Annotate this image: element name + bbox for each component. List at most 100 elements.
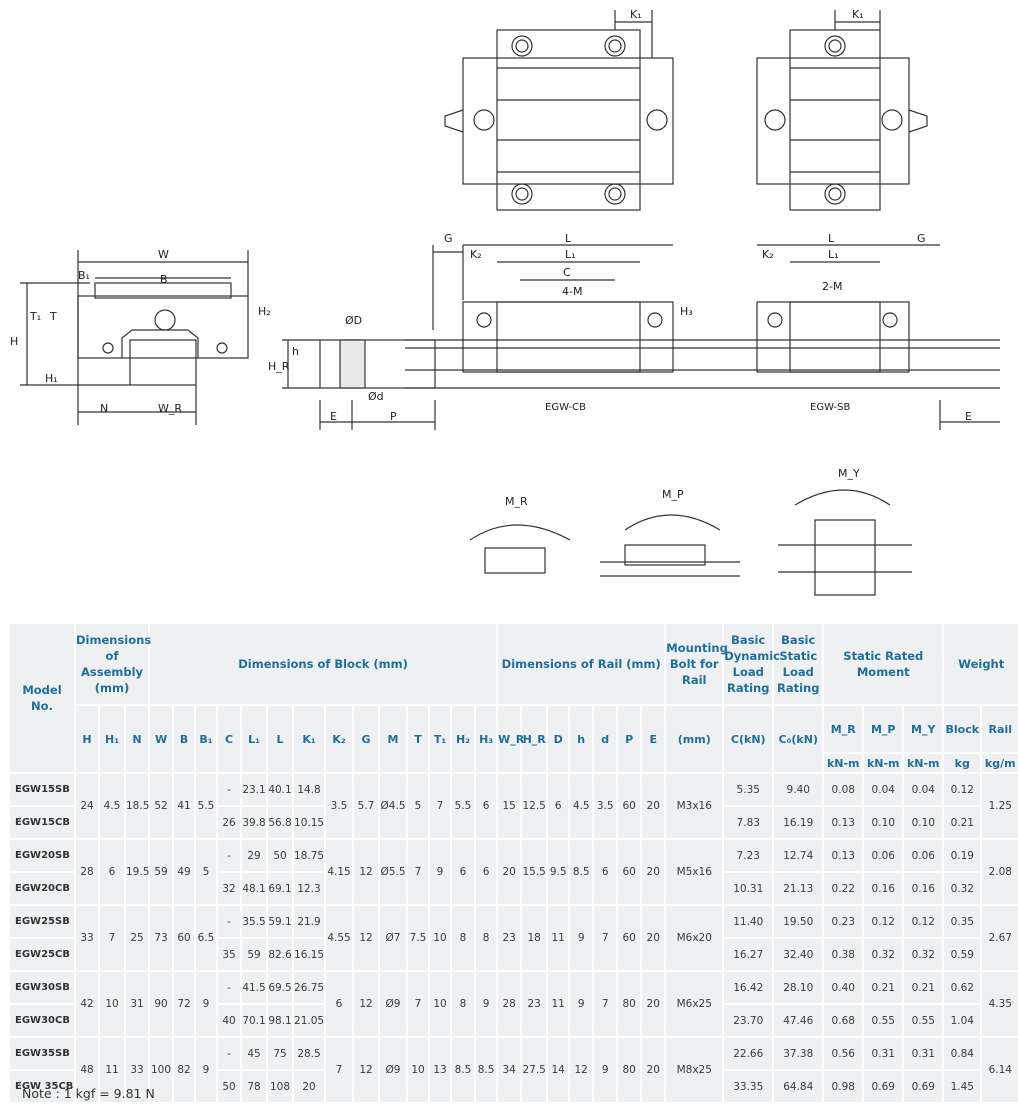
header-bolt: Mounting Bolt for Rail [666, 624, 728, 704]
cell-l: 98.1 [268, 1005, 293, 1036]
header-col: C [218, 706, 241, 772]
cell-d1: 11 [548, 906, 569, 970]
label-t: T [49, 310, 57, 323]
cell-c0: 9.40 [774, 774, 823, 805]
cell-m: Ø5.5 [380, 840, 407, 904]
label-b1: B₁ [78, 269, 90, 282]
cell-t1: 7 [430, 774, 451, 838]
label-c: C [563, 266, 571, 279]
cell-mr: 0.40 [824, 972, 863, 1003]
cell-my: 0.21 [904, 972, 943, 1003]
label-e-right: E [965, 410, 972, 423]
cell-d1: 11 [548, 972, 569, 1036]
cell-m: Ø9 [380, 972, 407, 1036]
cell-c0: 21.13 [774, 873, 823, 904]
cell-cd: 23.70 [724, 1005, 773, 1036]
cell-l: 69.5 [268, 972, 293, 1003]
top-view-sb [756, 10, 928, 211]
cell-n: 31 [126, 972, 149, 1036]
label-g-right: G [917, 232, 926, 245]
cell-d1: 9.5 [548, 840, 569, 904]
cell-cd: 7.23 [724, 840, 773, 871]
header-col: H_R [522, 706, 547, 772]
cell-cd: 11.40 [724, 906, 773, 937]
cell-t: 7 [408, 972, 429, 1036]
header-row-group: Model No.Dimensions of Assembly (mm)Dime… [10, 624, 1019, 772]
header-model: Model No. [10, 624, 74, 772]
cell-l: 75 [268, 1038, 293, 1069]
label-2m: 2-M [822, 280, 842, 293]
cell-mr: 0.13 [824, 840, 863, 871]
header-col: D [548, 706, 569, 772]
header-block: Dimensions of Block (mm) [150, 624, 497, 704]
cell-t1: 13 [430, 1038, 451, 1102]
label-l-right: L [828, 232, 835, 245]
cell-h: 28 [76, 840, 98, 904]
cell-d2: 3.5 [594, 774, 617, 838]
header-col: P [618, 706, 641, 772]
cell-c: 26 [218, 807, 241, 838]
label-p: P [390, 410, 397, 423]
cell-c: 50 [218, 1071, 241, 1102]
cell-h: 48 [76, 1038, 98, 1102]
cell-c: 35 [218, 939, 241, 970]
cell-p: 60 [618, 774, 641, 838]
cell-e: 20 [642, 840, 665, 904]
cell-my: 0.31 [904, 1038, 943, 1069]
cell-mr: 0.38 [824, 939, 863, 970]
cell-k1: 21.9 [294, 906, 325, 937]
header-static: Basic Static Load Rating [774, 624, 823, 704]
cell-l: 50 [268, 840, 293, 871]
label-k1-left: K₁ [630, 8, 642, 21]
cell-c: 32 [218, 873, 241, 904]
spec-table-body: Model No.Dimensions of Assembly (mm)Dime… [10, 624, 1019, 1102]
cell-mp: 0.55 [864, 1005, 903, 1036]
cell-l: 69.1 [268, 873, 293, 904]
cell-l1: 45 [242, 1038, 267, 1069]
cell-l1: 35.5 [242, 906, 267, 937]
cell-l: 56.8 [268, 807, 293, 838]
cell-d2: 7 [594, 972, 617, 1036]
label-k1-right: K₁ [852, 8, 864, 21]
cell-n: 19.5 [126, 840, 149, 904]
header-assembly: Dimensions of Assembly (mm) [76, 624, 151, 704]
cell-wb: 0.35 [944, 906, 981, 937]
label-w: W [158, 248, 169, 261]
moment-diagrams [469, 489, 912, 596]
cell-b: 82 [174, 1038, 195, 1102]
rail-section-view [282, 339, 436, 430]
cell-mp: 0.69 [864, 1071, 903, 1102]
cell-my: 0.16 [904, 873, 943, 904]
cell-l1: 59 [242, 939, 267, 970]
cell-k1: 21.05 [294, 1005, 324, 1036]
header-col: L₁ [242, 706, 267, 772]
cell-my: 0.04 [904, 774, 943, 805]
cell-wb: 0.12 [944, 774, 981, 805]
cell-wb: 0.32 [944, 873, 981, 904]
cell-d1: 6 [548, 774, 569, 838]
cell-t: 7.5 [408, 906, 429, 970]
label-egw-cb: EGW-CB [545, 402, 586, 413]
cell-hh: 9 [570, 906, 593, 970]
label-l1-left: L₁ [565, 248, 576, 261]
model-cell: EGW20CB [10, 873, 74, 904]
header-col: Block [944, 706, 981, 752]
header-col: (mm) [666, 706, 723, 772]
label-mr: M_R [505, 495, 528, 508]
cell-my: 0.32 [904, 939, 943, 970]
cell-cd: 5.35 [724, 774, 773, 805]
cell-mp: 0.04 [864, 774, 903, 805]
cell-d2: 6 [594, 840, 617, 904]
cell-c0: 32.40 [774, 939, 823, 970]
header-col: K₁ [294, 706, 325, 772]
cell-my: 0.06 [904, 840, 943, 871]
header-col: C(kN) [724, 706, 773, 772]
label-d-small: Ød [368, 390, 384, 403]
cell-wb: 0.62 [944, 972, 981, 1003]
cell-c0: 16.19 [774, 807, 823, 838]
cell-mp: 0.21 [864, 972, 903, 1003]
cell-l1: 29 [242, 840, 267, 871]
